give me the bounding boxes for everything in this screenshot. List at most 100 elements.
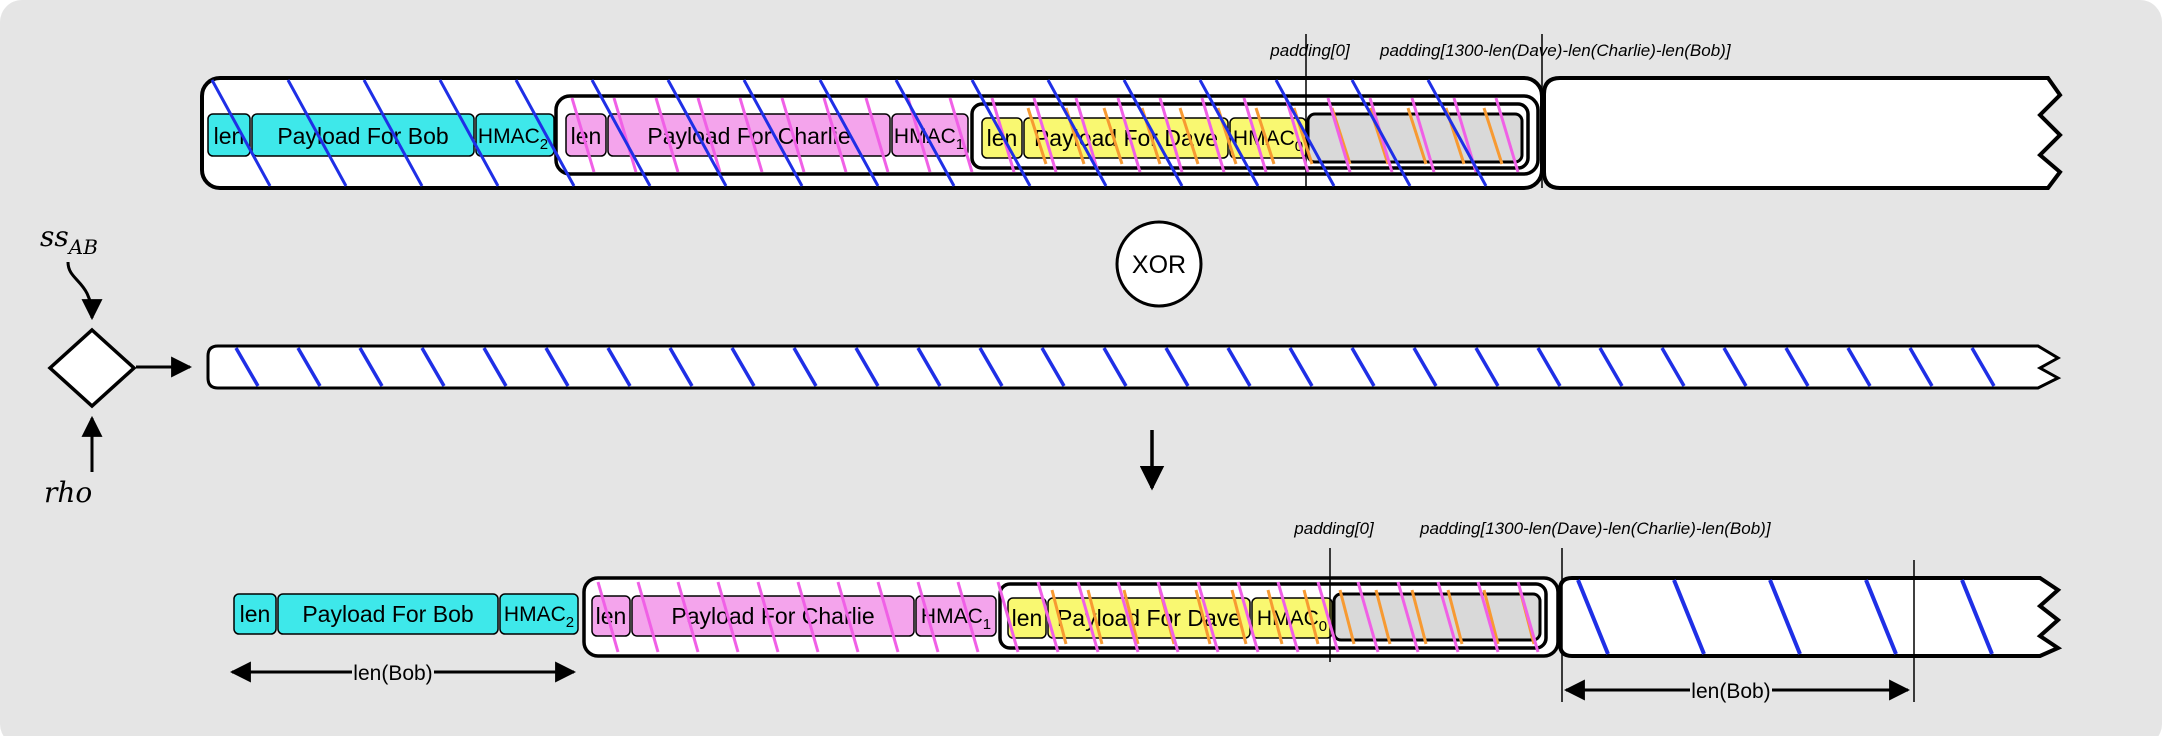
bottom-orange-stripe-8 — [1338, 589, 1356, 645]
top-pink-stripe-14 — [1158, 97, 1184, 173]
bottom-pink-stripe-18 — [1316, 581, 1340, 653]
xor-operator: XOR — [1115, 220, 1203, 308]
stream-blue-stripe-12 — [978, 347, 1004, 387]
stream-blue-stripe-18 — [1350, 347, 1376, 387]
bottom-blue-stripe-3 — [1864, 579, 1898, 655]
top-padding-first-label: padding[0] — [1269, 41, 1351, 60]
top-bob-len: len — [214, 123, 245, 149]
top-orange-stripe-2 — [1102, 107, 1124, 165]
bottom-onion-packet: len Payload For Bob HMAC2 len Payload Fo… — [229, 519, 2063, 703]
bottom-pink-stripe-9 — [956, 581, 980, 653]
stream-blue-stripe-26 — [1846, 347, 1872, 387]
stream-blue-stripe-1 — [296, 347, 322, 387]
stream-blue-stripe-20 — [1474, 347, 1500, 387]
bottom-pink-stripe-0 — [596, 581, 620, 653]
top-pink-stripe-1 — [612, 97, 638, 173]
stream-blue-stripe-28 — [1970, 347, 1996, 387]
bottom-bob-len-cell — [233, 593, 277, 635]
bottom-blue-stripe-0 — [1576, 579, 1610, 655]
top-charlie-len-cell — [565, 113, 607, 157]
top-blue-stripe-9 — [894, 79, 956, 187]
top-blue-stripe-11 — [1046, 79, 1108, 187]
bottom-blue-stripe-1 — [1672, 579, 1706, 655]
stream-blue-stripes — [234, 347, 1996, 387]
top-onion-packet: len Payload For Bob HMAC2 len Payload Fo… — [200, 34, 2063, 190]
xor-circle — [1115, 220, 1203, 308]
stream-blue-stripe-0 — [234, 347, 260, 387]
bottom-dave-len: len — [1012, 605, 1043, 631]
top-pink-stripe-13 — [1116, 97, 1142, 173]
stream-blue-stripe-15 — [1164, 347, 1190, 387]
top-blue-stripe-10 — [970, 79, 1032, 187]
bottom-pink-stripe-2 — [676, 581, 700, 653]
top-pink-stripe-22 — [1494, 97, 1520, 173]
prg-diamond — [47, 327, 137, 409]
bottom-pink-stripe-19 — [1356, 581, 1380, 653]
top-orange-stripe-10 — [1406, 107, 1428, 165]
stream-blue-stripe-7 — [668, 347, 694, 387]
top-blue-stripe-0 — [210, 79, 272, 187]
top-pink-stripe-2 — [654, 97, 680, 173]
top-bob-payload-cell — [251, 113, 475, 157]
cipher-stream-bar — [206, 344, 2062, 390]
stream-blue-stripe-21 — [1536, 347, 1562, 387]
bottom-pink-stripe-23 — [1516, 581, 1540, 653]
bottom-padding-first-label: padding[0] — [1293, 519, 1375, 538]
bottom-pink-stripe-21 — [1436, 581, 1460, 653]
top-pink-stripe-3 — [696, 97, 722, 173]
bottom-pink-stripe-7 — [876, 581, 900, 653]
stream-blue-stripe-6 — [606, 347, 632, 387]
top-charlie-hmac-cell — [891, 113, 969, 157]
top-blue-stripes — [210, 79, 1488, 187]
bottom-pink-stripe-11 — [1036, 581, 1060, 653]
top-pink-stripe-11 — [1032, 97, 1058, 173]
top-bob-hmac: HMAC2 — [478, 125, 548, 153]
bottom-pink-stripe-13 — [1116, 581, 1140, 653]
stream-blue-stripe-11 — [916, 347, 942, 387]
bottom-charlie-hmac-cell — [915, 595, 997, 637]
top-pink-stripe-6 — [822, 97, 848, 173]
bottom-pink-stripe-15 — [1196, 581, 1220, 653]
bottom-bob-hmac: HMAC2 — [504, 603, 574, 631]
stream-blue-stripe-24 — [1722, 347, 1748, 387]
stream-blue-stripe-10 — [854, 347, 880, 387]
stream-blue-stripe-25 — [1784, 347, 1810, 387]
bottom-blue-stripe-4 — [1960, 579, 1994, 655]
stream-blue-stripe-16 — [1226, 347, 1252, 387]
bottom-blue-stripe-2 — [1768, 579, 1802, 655]
bottom-orange-stripe-10 — [1410, 589, 1428, 645]
bottom-orange-stripe-11 — [1446, 589, 1464, 645]
top-continuation-block — [1542, 76, 2063, 190]
bottom-orange-stripe-6 — [1266, 589, 1284, 645]
top-blue-stripe-4 — [514, 79, 576, 187]
top-bob-payload: Payload For Bob — [277, 123, 448, 149]
xor-label: XOR — [1132, 251, 1186, 279]
top-pink-stripe-7 — [864, 97, 890, 173]
len-bob-left-label-bg — [352, 660, 434, 684]
len-bob-left-label: len(Bob) — [353, 662, 432, 685]
bottom-pink-stripe-12 — [1076, 581, 1100, 653]
stream-blue-stripe-23 — [1660, 347, 1686, 387]
bottom-orange-stripe-9 — [1374, 589, 1392, 645]
top-pink-stripe-18 — [1326, 97, 1352, 173]
bottom-orange-stripe-0 — [1050, 589, 1068, 645]
bottom-charlie-payload: Payload For Charlie — [671, 603, 874, 629]
top-orange-stripe-0 — [1026, 107, 1048, 165]
len-bob-right-label-bg — [1690, 678, 1772, 702]
top-blue-stripe-1 — [286, 79, 348, 187]
bottom-pink-stripe-14 — [1156, 581, 1180, 653]
bottom-padding-last-label: padding[1300-len(Dave)-len(Charlie)-len(… — [1419, 519, 1772, 538]
bottom-pink-stripe-1 — [636, 581, 660, 653]
top-orange-stripe-6 — [1254, 107, 1276, 165]
bottom-pink-stripe-4 — [756, 581, 780, 653]
bottom-pink-stripe-6 — [836, 581, 860, 653]
top-dave-len-cell — [981, 117, 1023, 159]
bottom-pink-stripe-10 — [996, 581, 1020, 653]
top-padding-last-label: padding[1300-len(Dave)-len(Charlie)-len(… — [1379, 41, 1732, 60]
top-pink-stripe-5 — [780, 97, 806, 173]
bottom-pink-stripe-22 — [1476, 581, 1500, 653]
bottom-charlie-len-cell — [591, 595, 631, 637]
shared-secret-arrow — [66, 261, 103, 321]
stream-blue-stripe-27 — [1908, 347, 1934, 387]
